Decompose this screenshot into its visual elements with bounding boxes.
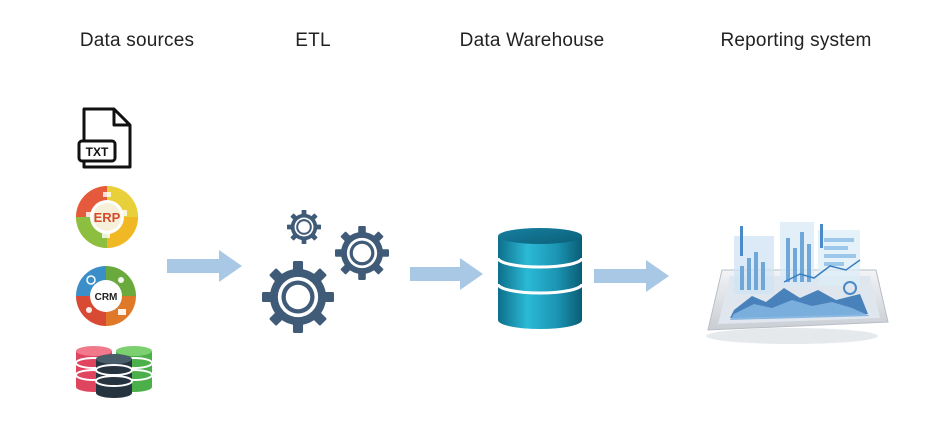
- title-reporting-system: Reporting system: [720, 30, 872, 51]
- title-etl: ETL: [295, 30, 331, 51]
- etl-gears-icon: [258, 210, 398, 338]
- crm-label: CRM: [95, 292, 118, 303]
- arrow-etl-to-warehouse: [410, 258, 484, 290]
- crm-icon: CRM: [74, 264, 138, 328]
- erp-icon: ERP: [74, 184, 140, 250]
- reporting-tablet-icon: [700, 218, 890, 348]
- database-sources-icon: [75, 345, 156, 399]
- arrow-warehouse-to-reporting: [594, 260, 670, 292]
- arrow-sources-to-etl: [167, 250, 243, 282]
- title-data-sources: Data sources: [79, 30, 195, 51]
- txt-label: TXT: [86, 145, 109, 159]
- txt-file-icon: TXT: [77, 107, 134, 171]
- erp-label: ERP: [94, 210, 121, 225]
- title-data-warehouse: Data Warehouse: [459, 30, 605, 51]
- data-warehouse-icon: [496, 228, 584, 330]
